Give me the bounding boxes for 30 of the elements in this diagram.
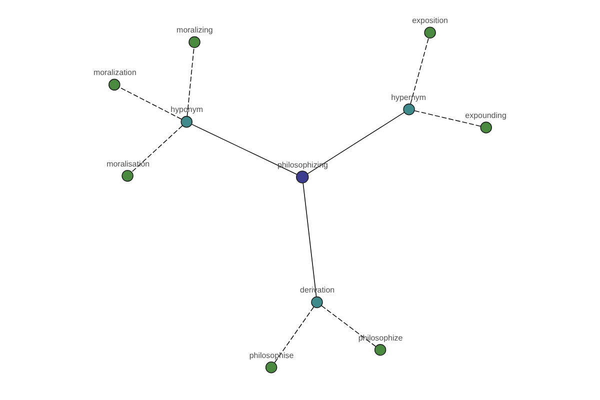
- node-label: exposition: [412, 16, 448, 26]
- node-circle: [403, 104, 415, 116]
- node-label: hypernym: [391, 92, 426, 102]
- connector: [131, 125, 183, 172]
- node-circle: [122, 170, 134, 182]
- node-label: expounding: [465, 110, 506, 120]
- node-label: philosophise: [249, 350, 294, 360]
- connector: [307, 112, 405, 174]
- node-label: philosophize: [358, 333, 403, 342]
- connector: [186, 47, 194, 117]
- node-circle: [311, 296, 323, 308]
- connector: [119, 86, 182, 120]
- node-circle: [480, 122, 492, 134]
- node-circle: [180, 116, 192, 128]
- node-circle: [424, 26, 436, 39]
- node-label: hyponym: [170, 105, 203, 114]
- connector: [302, 182, 317, 297]
- connector: [414, 110, 481, 127]
- connector: [321, 305, 376, 347]
- connector: [274, 306, 314, 364]
- node-circle: [108, 78, 120, 91]
- node-circle: [188, 36, 200, 48]
- node-label: moralizing: [176, 26, 213, 35]
- connector: [191, 124, 298, 175]
- node-circle: [374, 344, 386, 356]
- node-label: moralization: [93, 68, 136, 78]
- connector: [410, 38, 429, 104]
- node-circle: [265, 361, 278, 374]
- node-circle: [296, 170, 309, 184]
- node-label: moralisation: [106, 159, 150, 168]
